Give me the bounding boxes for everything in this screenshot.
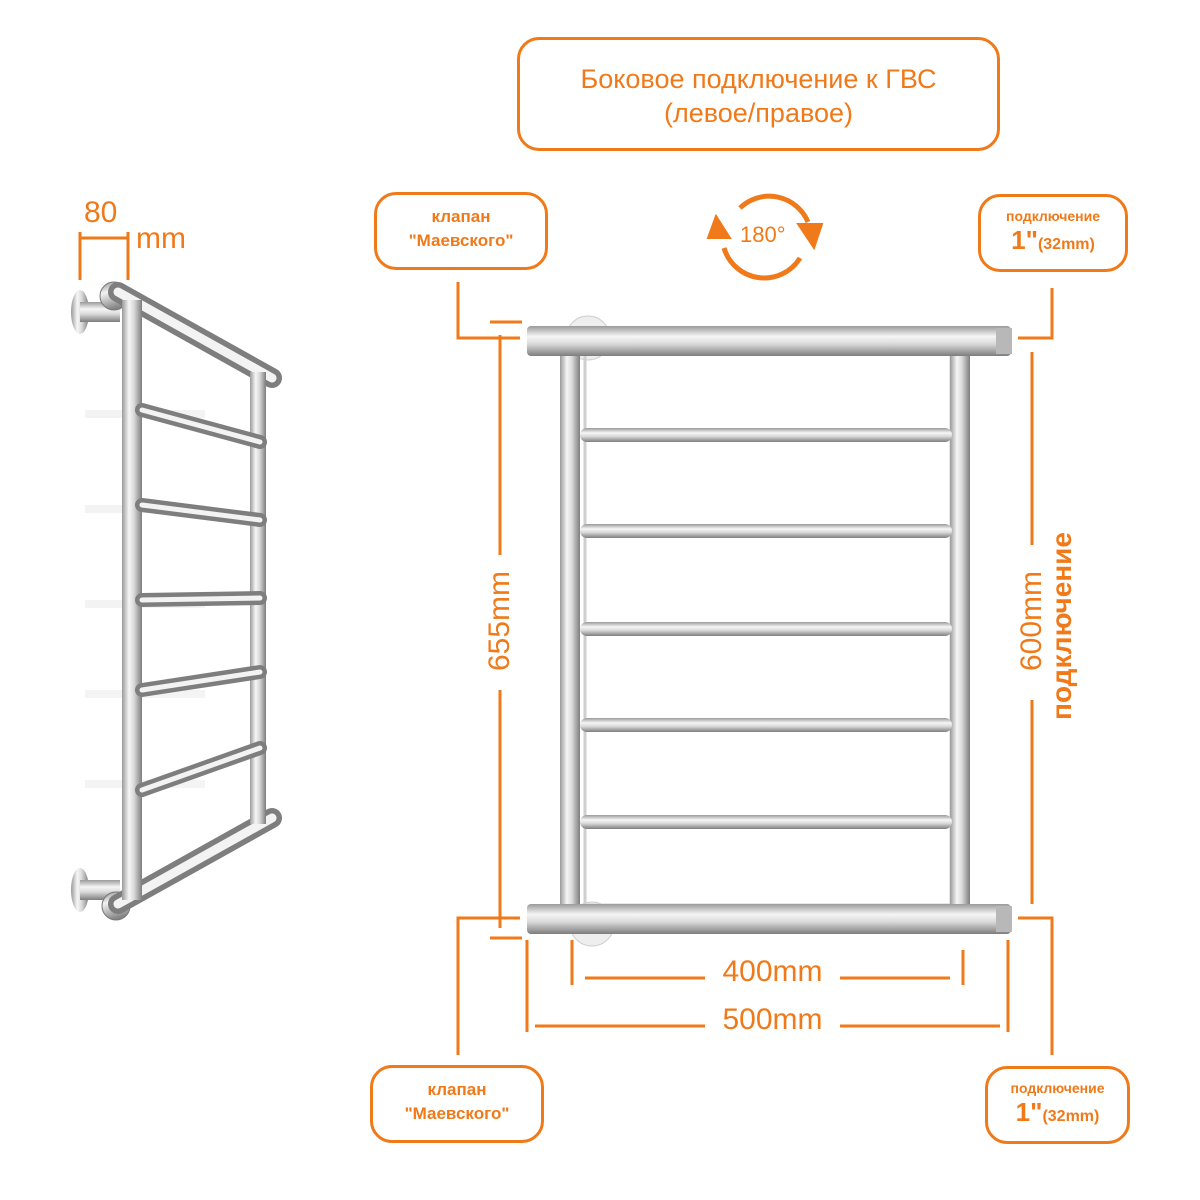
outer-width-dimension: 500mm	[722, 1003, 823, 1036]
valve-top-line1: клапан	[431, 207, 491, 226]
connection-top-size: 1"	[1011, 225, 1038, 255]
title-line1: Боковое подключение к ГВС	[580, 64, 937, 94]
front-rungs	[580, 428, 952, 829]
depth-value: 80	[84, 196, 118, 229]
depth-unit: mm	[136, 222, 186, 255]
connection-bottom-size: 1"	[1015, 1097, 1043, 1127]
title-line2: (левое/правое)	[663, 98, 854, 128]
valve-bottom-box: клапан "Маевского"	[370, 1065, 544, 1143]
title-box: Боковое подключение к ГВС (левое/правое)	[517, 37, 1000, 151]
valve-bottom-line2: "Маевского"	[404, 1104, 510, 1123]
center-distance-caption: подключение	[1046, 532, 1077, 720]
rotation-label: 180°	[740, 222, 786, 247]
valve-bottom-line1: клапан	[427, 1080, 487, 1099]
connection-top-box: подключение 1"(32mm)	[978, 194, 1128, 272]
connection-top-mm: (32mm)	[1037, 236, 1095, 253]
height-dimension: 655mm	[483, 570, 516, 672]
connection-bottom-box: подключение 1"(32mm)	[985, 1066, 1130, 1144]
side-view	[71, 232, 282, 921]
center-distance-dimension: 600mm	[1015, 570, 1048, 672]
valve-top-line2: "Маевского"	[408, 231, 514, 250]
inner-width-dimension: 400mm	[722, 955, 823, 988]
connection-bottom-mm: (32mm)	[1042, 1108, 1100, 1125]
valve-top-box: клапан "Маевского"	[374, 192, 548, 270]
front-view	[527, 315, 1012, 947]
connection-top-line1: подключение	[1006, 208, 1100, 224]
dimension-lines	[456, 282, 1054, 1055]
side-rungs	[135, 403, 267, 797]
rotate-180-icon	[706, 193, 824, 281]
connection-bottom-line1: подключение	[1010, 1080, 1105, 1096]
